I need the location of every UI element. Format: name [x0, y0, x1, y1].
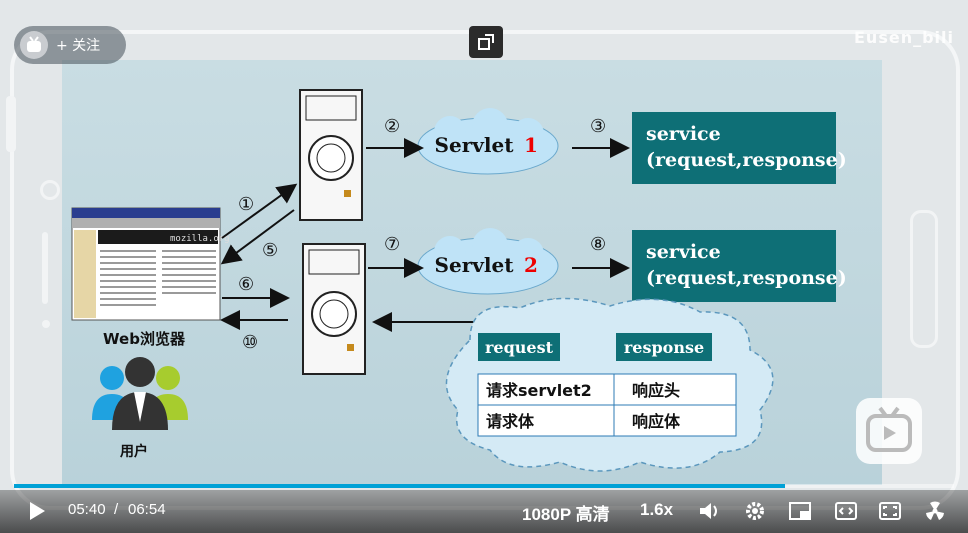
progress-bar[interactable] — [14, 484, 954, 488]
svg-text:service: service — [646, 123, 721, 145]
play-icon[interactable] — [26, 500, 48, 522]
radiation-icon[interactable] — [924, 500, 946, 522]
phone-camera — [40, 180, 60, 200]
speed-selector[interactable]: 1.6x — [640, 500, 674, 519]
request-label: request — [485, 338, 554, 357]
svg-text:请求servlet2: 请求servlet2 — [486, 381, 592, 400]
svg-text:⑦: ⑦ — [384, 234, 400, 255]
duration: 06:54 — [128, 501, 166, 518]
browser-url: mozilla.org — [170, 234, 230, 244]
phone-dot — [42, 320, 50, 328]
user-label: 用户 — [120, 443, 148, 460]
progress-fill — [14, 484, 785, 488]
bilibili-tv-button[interactable] — [856, 398, 922, 464]
http-table: 请求servlet2 响应头 请求体 响应体 — [477, 373, 737, 437]
svg-text:③: ③ — [590, 116, 606, 137]
svg-text:service: service — [646, 241, 721, 263]
browser-image: mozilla.org — [71, 207, 230, 321]
current-time: 05:40 — [68, 501, 106, 518]
svg-text:②: ② — [384, 116, 400, 137]
time-separator: / — [114, 501, 119, 518]
servlet-1-label: Servlet — [435, 133, 515, 157]
svg-text:响应头: 响应头 — [632, 381, 680, 400]
avatar[interactable] — [20, 31, 48, 59]
server-2-icon — [302, 243, 366, 375]
servlet-2-label: Servlet — [435, 253, 515, 277]
svg-text:①: ① — [238, 194, 254, 215]
quality-selector[interactable]: 1080P 高清 — [522, 505, 610, 524]
follow-label[interactable]: + 关注 — [56, 38, 101, 54]
service-box-2: service (request,response) — [632, 230, 847, 302]
follow-button[interactable]: + 关注 — [14, 26, 126, 64]
fullscreen-icon[interactable] — [878, 500, 902, 522]
svg-text:(request,response): (request,response) — [646, 267, 847, 289]
volume-icon[interactable] — [698, 500, 722, 522]
phone-side-button — [910, 210, 938, 348]
servlet-2-cloud: Servlet 2 — [417, 228, 559, 295]
servlet-1-number: 1 — [524, 133, 538, 157]
svg-text:请求体: 请求体 — [486, 412, 535, 431]
svg-text:响应体: 响应体 — [632, 412, 681, 431]
tv-play-icon — [866, 406, 912, 452]
widescreen-icon[interactable] — [834, 500, 858, 522]
rotate-screen-button[interactable] — [469, 26, 503, 58]
servlet-2-number: 2 — [524, 253, 538, 277]
settings-gear-icon[interactable] — [744, 500, 766, 522]
svg-text:(request,response): (request,response) — [646, 149, 847, 171]
phone-side-button — [6, 96, 16, 152]
response-label: response — [624, 338, 704, 357]
svg-text:⑧: ⑧ — [590, 234, 606, 255]
uploader-watermark: Eusen_bili — [854, 28, 954, 47]
server-1-icon — [299, 89, 363, 221]
svg-text:⑩: ⑩ — [242, 332, 258, 353]
phone-side-button — [42, 232, 48, 304]
picture-in-picture-icon[interactable] — [788, 500, 812, 522]
control-bar: 05:40 / 06:54 1080P 高清 1.6x — [0, 490, 968, 533]
users-icon — [92, 357, 188, 430]
rotate-icon — [478, 34, 494, 50]
browser-label: Web浏览器 — [103, 330, 186, 348]
step-numbers: ① ② ③ ⑤ ⑥ ⑦ ⑧ ⑨ ⑩ — [238, 116, 606, 353]
svg-text:⑤: ⑤ — [262, 240, 278, 261]
tv-avatar-icon — [27, 36, 41, 52]
service-box-1: service (request,response) — [632, 112, 847, 184]
svg-text:⑥: ⑥ — [238, 274, 254, 295]
